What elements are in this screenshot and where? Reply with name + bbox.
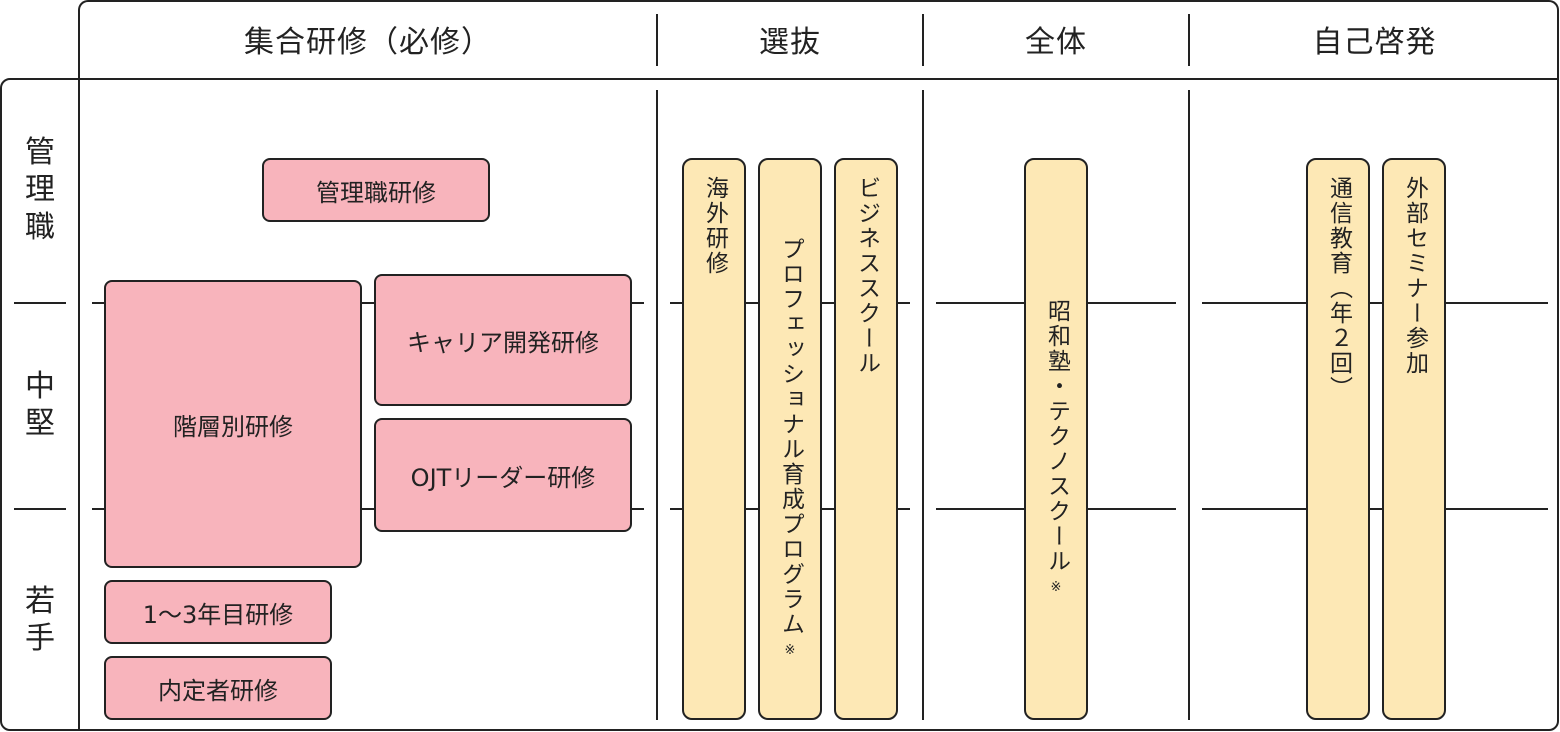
- professional-program-note: ※: [784, 642, 796, 658]
- ojt-leader-training-box: OJTリーダー研修: [374, 418, 632, 532]
- tiered-training-box: 階層別研修: [104, 280, 362, 568]
- header-divider: [656, 14, 658, 66]
- header-divider: [1188, 14, 1190, 66]
- row-divider: [92, 302, 644, 304]
- level-label-mid: 中堅: [25, 368, 55, 442]
- level-label-junior: 若手: [25, 583, 55, 657]
- manager-training-box: 管理職研修: [262, 158, 490, 222]
- level-label-manager: 管理職: [25, 134, 55, 245]
- row-divider: [1202, 302, 1548, 304]
- column-divider: [922, 90, 924, 720]
- header-frame: [78, 0, 1559, 80]
- column-header-selection: 選抜: [759, 25, 821, 60]
- correspondence-education-label: 通信教育（年２回）: [1325, 176, 1352, 401]
- business-school-label: ビジネススクール: [853, 176, 880, 376]
- external-seminar-label: 外部セミナー参加: [1401, 176, 1428, 376]
- overseas-training-box: 海外研修: [682, 158, 746, 720]
- career-development-training-box: キャリア開発研修: [374, 274, 632, 406]
- pre-employment-training-box: 内定者研修: [104, 656, 332, 720]
- professional-program-box: プロフェッショナル育成プログラム ※: [758, 158, 822, 720]
- professional-program-label: プロフェッショナル育成プログラム: [777, 236, 804, 637]
- overseas-training-label: 海外研修: [701, 176, 728, 276]
- first-three-years-training-box: 1〜3年目研修: [104, 580, 332, 644]
- level-divider: [14, 508, 66, 510]
- showa-techno-school-note: ※: [1050, 580, 1062, 595]
- row-divider: [92, 508, 644, 510]
- header-divider: [922, 14, 924, 66]
- level-divider: [14, 302, 66, 304]
- showa-techno-school-label: 昭和塾・テクノスクール: [1043, 299, 1070, 574]
- column-header-whole: 全体: [1025, 25, 1087, 60]
- showa-techno-school-box: 昭和塾・テクノスクール ※: [1024, 158, 1088, 720]
- correspondence-education-box: 通信教育（年２回）: [1306, 158, 1370, 720]
- column-divider: [1188, 90, 1190, 720]
- row-divider: [1202, 508, 1548, 510]
- column-divider: [656, 90, 658, 720]
- level-column-divider: [78, 78, 80, 731]
- column-header-self-development: 自己啓発: [1312, 25, 1437, 60]
- column-header-group-training: 集合研修（必修）: [244, 25, 492, 60]
- external-seminar-box: 外部セミナー参加: [1382, 158, 1446, 720]
- business-school-box: ビジネススクール: [834, 158, 898, 720]
